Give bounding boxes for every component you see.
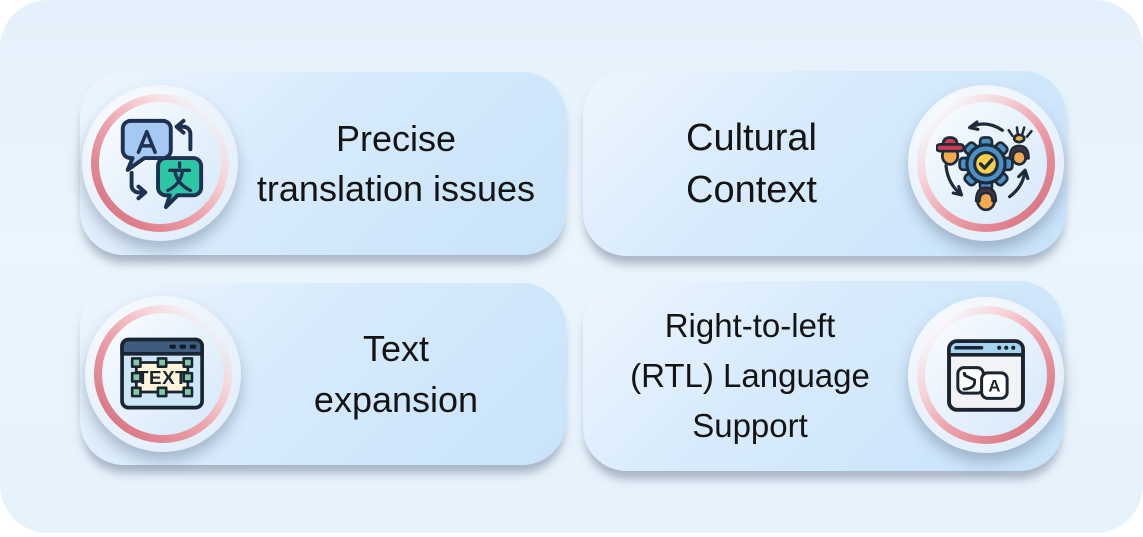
icon-disc	[99, 102, 221, 224]
rtl-translation-browser-icon: A	[947, 338, 1025, 412]
icon-disc	[925, 102, 1047, 224]
card-cultural-context: Cultural Context	[583, 71, 1066, 256]
card-title-line: Context	[686, 168, 817, 211]
card-title-line: Right-to-left	[664, 307, 836, 344]
icon-badge	[908, 85, 1064, 241]
text-selection-icon: TEXT	[120, 337, 204, 409]
card-title-line: translation issues	[256, 167, 536, 209]
card-text-expansion: TEXT Text expansion	[80, 283, 566, 465]
card-title-line: Cultural	[686, 116, 817, 159]
card-precise-translation-issues: Precise translation issues	[80, 72, 566, 255]
icon-disc: TEXT	[102, 313, 224, 435]
language-translation-icon	[120, 118, 204, 210]
card-title-line: Text	[362, 328, 430, 369]
card-title-line: (RTL) Language	[630, 357, 870, 394]
icon-disc: A	[925, 314, 1047, 436]
letter-a-label: A	[988, 376, 1000, 395]
text-label: TEXT	[137, 367, 187, 388]
card-title-line: Support	[692, 407, 808, 444]
icon-badge	[82, 85, 238, 241]
card-title: Cultural Context	[595, 71, 908, 256]
icon-badge: TEXT	[85, 296, 241, 452]
card-title-line: Precise	[335, 117, 457, 159]
card-title-line: expansion	[313, 379, 479, 420]
card-title: Right-to-left (RTL) Language Support	[591, 281, 909, 471]
card-title: Text expansion	[232, 283, 560, 465]
cultural-exchange-icon	[936, 120, 1033, 212]
card-title: Precise translation issues	[232, 72, 560, 255]
card-rtl-language-support: A Right-to-left (RTL) Language Support	[583, 281, 1064, 471]
icon-badge: A	[908, 297, 1064, 453]
